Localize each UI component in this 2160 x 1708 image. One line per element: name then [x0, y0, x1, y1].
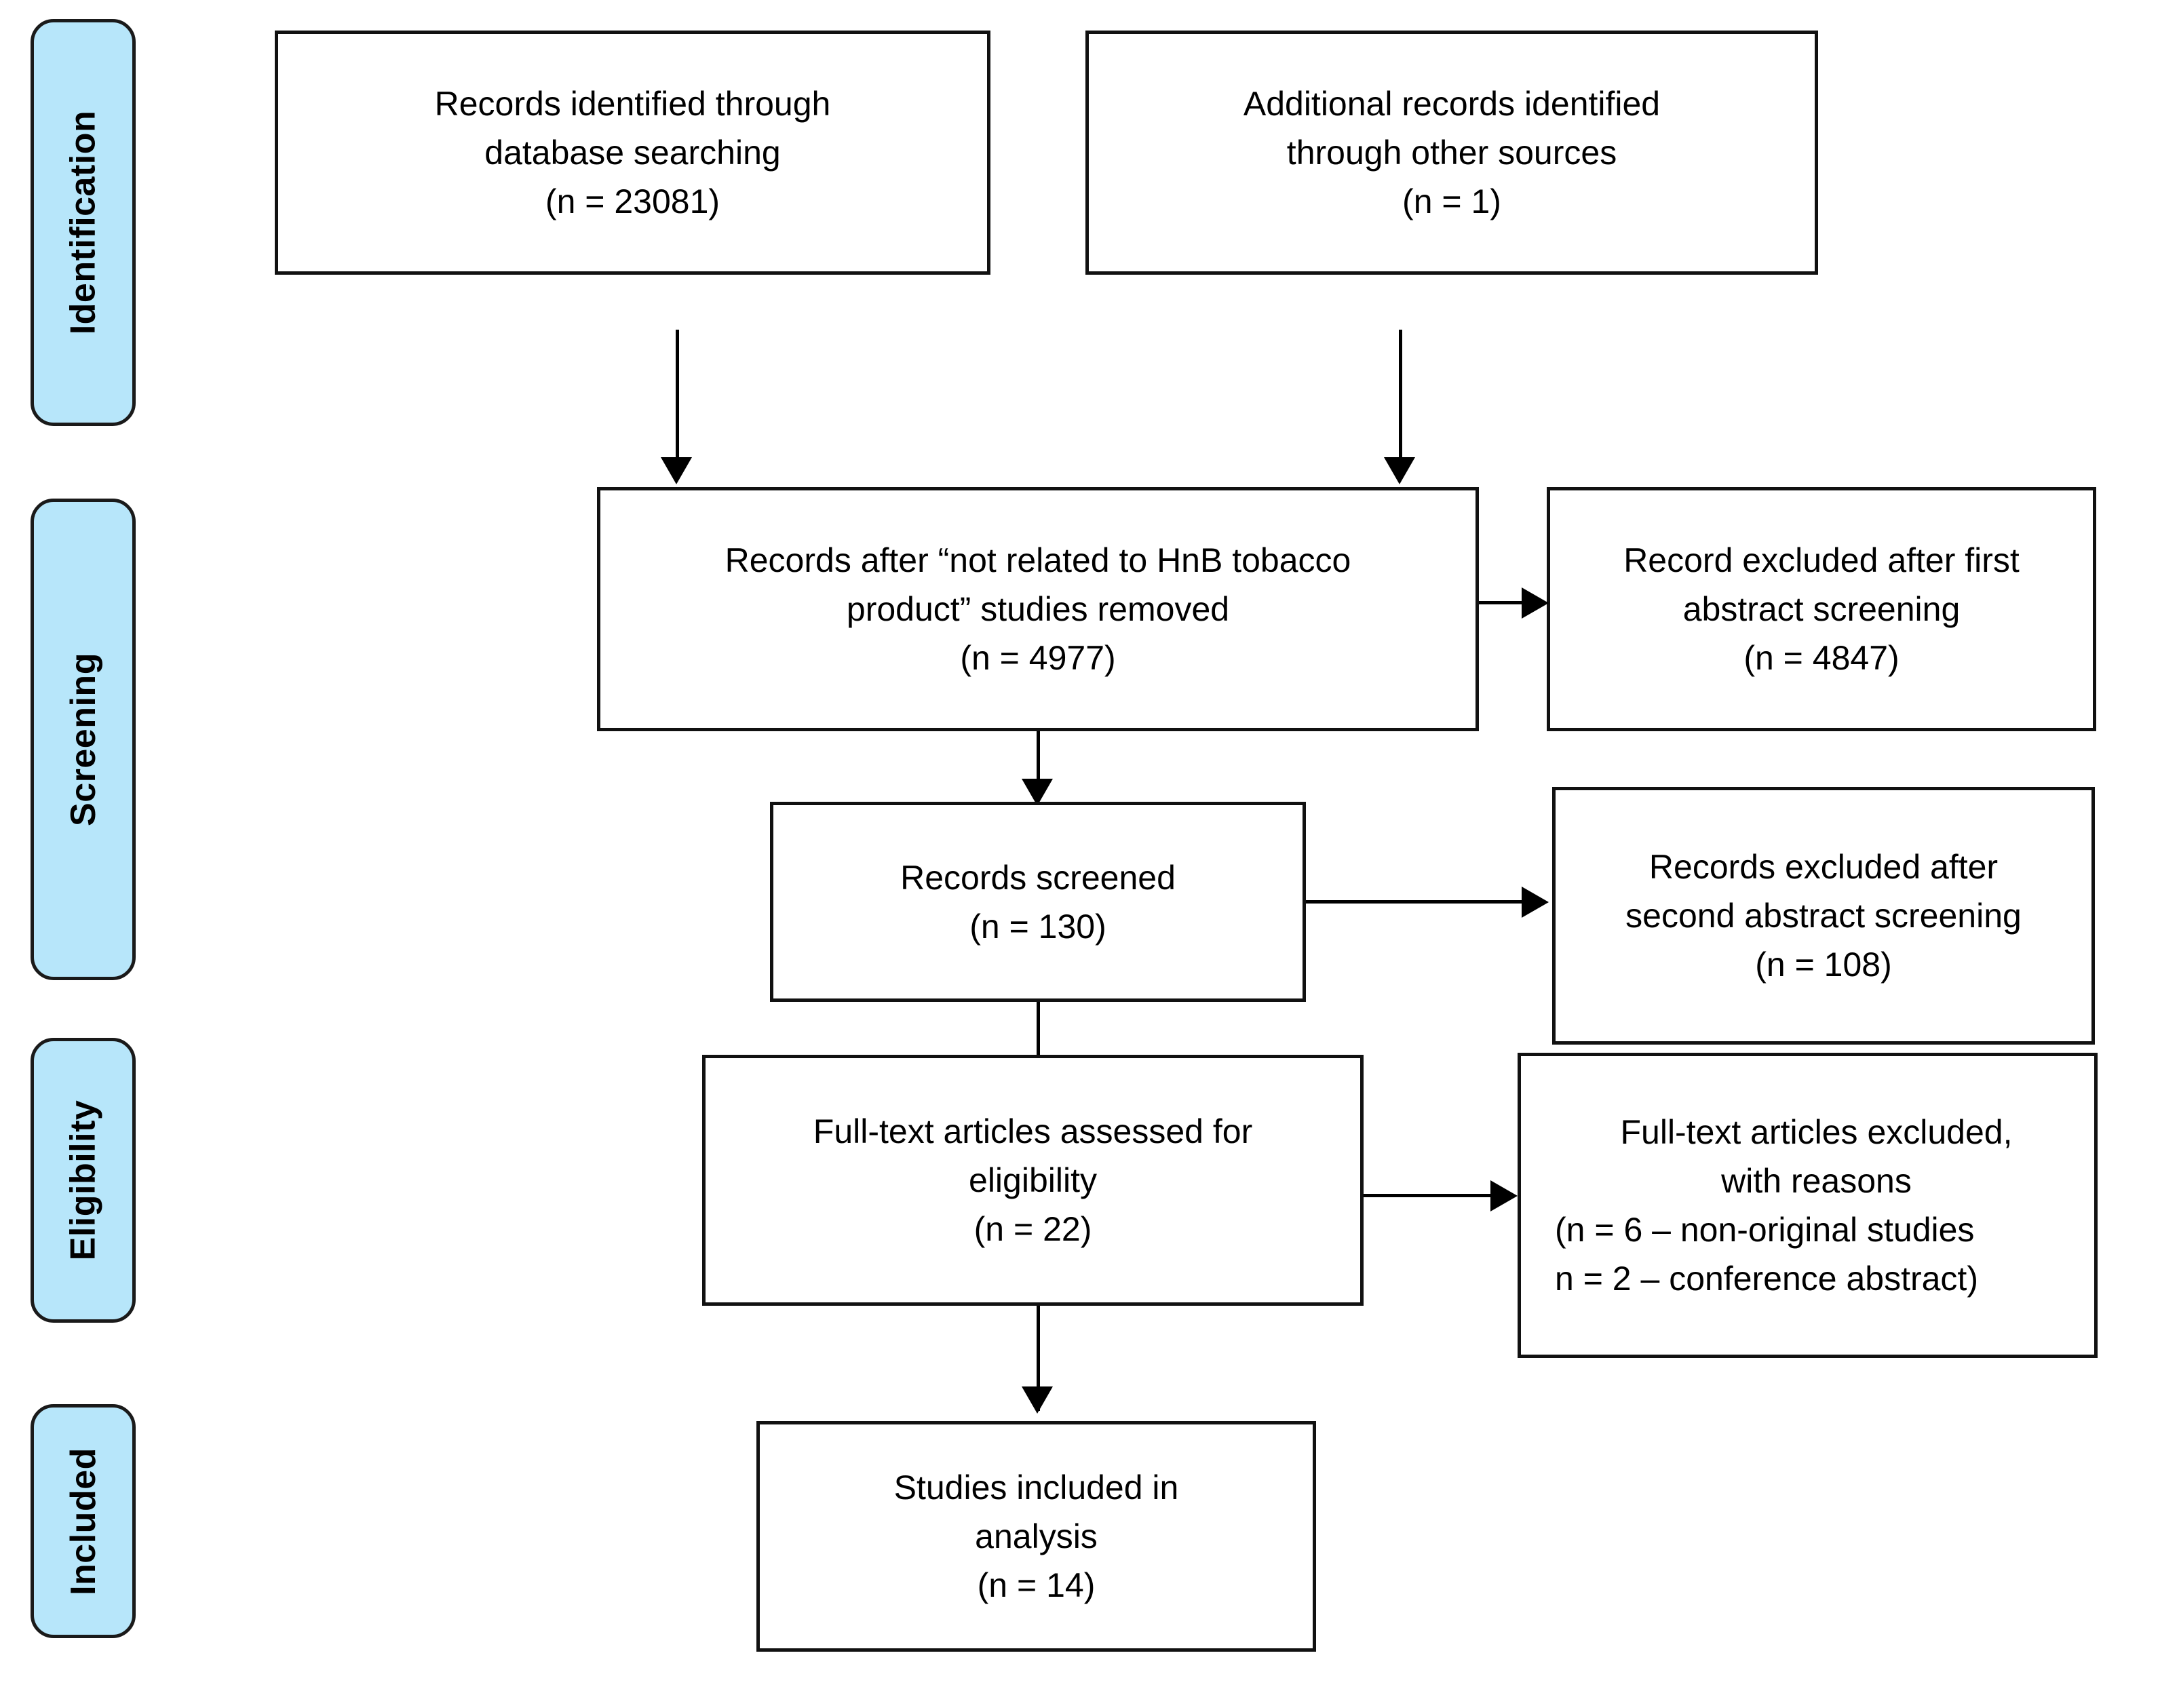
stage-label-eligibility: Eligibility [63, 1100, 103, 1261]
box-line: abstract screening [1682, 590, 1961, 628]
box-line: Record excluded after first [1623, 541, 2020, 579]
box-line-count: (n = 108) [1755, 946, 1892, 984]
connector-line-screened-to-excludedsecond [1306, 900, 1523, 904]
box-line: through other sources [1286, 134, 1617, 172]
box-additional-records-other-sources: Additional records identified through ot… [1085, 31, 1818, 275]
arrow-right-icon [1522, 887, 1549, 918]
box-line: Full-text articles excluded, [1620, 1113, 2013, 1151]
box-line-count: (n = 1) [1402, 182, 1501, 220]
connector-line-fulltext-to-excluded [1364, 1194, 1492, 1197]
box-line: Additional records identified [1243, 85, 1661, 123]
box-studies-included-analysis: Studies included in analysis (n = 14) [756, 1421, 1316, 1652]
box-line: Records excluded after [1648, 848, 1999, 886]
box-line: Full-text articles assessed for [813, 1112, 1253, 1150]
arrow-down-icon [1022, 1386, 1053, 1414]
box-line-count: (n = 4977) [960, 639, 1116, 677]
box-records-identified-database: Records identified through database sear… [275, 31, 990, 275]
arrow-right-icon [1522, 587, 1549, 619]
box-fulltext-articles-assessed: Full-text articles assessed for eligibil… [702, 1055, 1364, 1306]
arrow-down-icon [1384, 457, 1415, 484]
arrow-right-icon [1490, 1180, 1518, 1211]
stage-pill-eligibility: Eligibility [31, 1038, 136, 1323]
box-fulltext-articles-excluded-reasons: Full-text articles excluded, with reason… [1518, 1053, 2098, 1358]
box-line: database searching [484, 134, 781, 172]
stage-label-included: Included [63, 1447, 103, 1595]
box-line: Records identified through [434, 85, 831, 123]
box-line-count: (n = 14) [977, 1566, 1096, 1604]
box-line-count: (n = 22) [973, 1210, 1092, 1248]
connector-line-additional-to-afterremoval [1399, 330, 1402, 459]
box-line-count: (n = 23081) [545, 182, 720, 220]
box-line: with reasons [1721, 1162, 1912, 1200]
connector-line-fulltext-to-included [1037, 1306, 1040, 1411]
box-records-excluded-second-screening: Records excluded after second abstract s… [1552, 787, 2095, 1045]
box-line: analysis [975, 1517, 1098, 1555]
connector-line-identified-to-afterremoval [676, 330, 679, 459]
box-line: Studies included in [893, 1469, 1179, 1507]
box-line-reason: (n = 6 – non-original studies [1555, 1211, 1975, 1249]
stage-pill-identification: Identification [31, 19, 136, 426]
box-line: Records after “not related to HnB tobacc… [725, 541, 1351, 579]
stage-pill-included: Included [31, 1404, 136, 1638]
box-records-screened: Records screened (n = 130) [770, 802, 1306, 1002]
stage-pill-screening: Screening [31, 499, 136, 980]
stage-label-identification: Identification [63, 110, 103, 335]
box-line: eligibility [969, 1161, 1097, 1199]
box-line: product” studies removed [846, 590, 1230, 628]
arrow-down-icon [1022, 779, 1053, 806]
box-line-reason: n = 2 – conference abstract) [1555, 1260, 1978, 1298]
arrow-down-icon [661, 457, 692, 484]
box-records-after-removal: Records after “not related to HnB tobacc… [597, 487, 1479, 731]
box-line-count: (n = 130) [969, 907, 1106, 946]
stage-label-screening: Screening [63, 653, 103, 826]
connector-line-afterremoval-to-excludedfirst [1479, 601, 1524, 604]
box-line: second abstract screening [1625, 897, 2022, 935]
box-record-excluded-first-screening: Record excluded after first abstract scr… [1547, 487, 2096, 731]
box-line-count: (n = 4847) [1743, 639, 1899, 677]
connector-line-afterremoval-to-screened [1037, 731, 1040, 799]
box-line: Records screened [900, 858, 1176, 897]
